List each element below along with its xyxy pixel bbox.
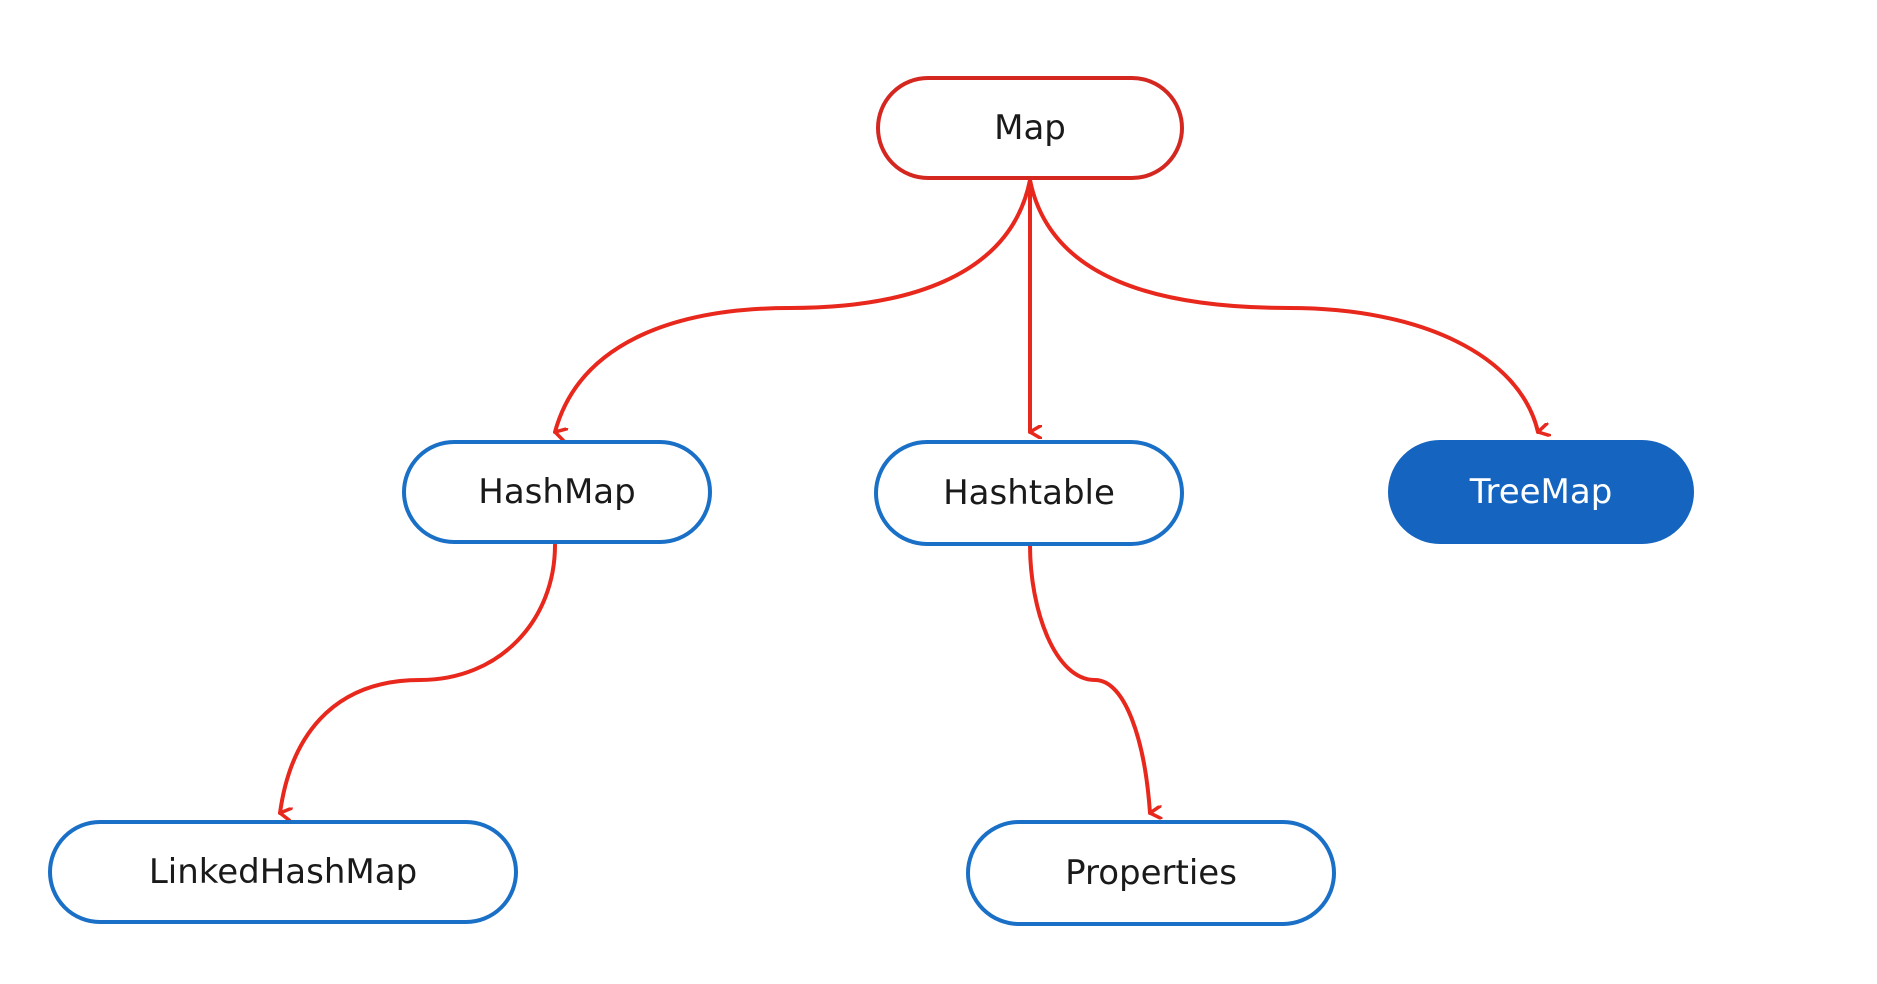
node-properties-box (966, 820, 1336, 926)
node-hashtable: Hashtable (874, 440, 1184, 546)
edges (278, 178, 1538, 813)
node-hashmap: HashMap (402, 440, 712, 544)
node-map-box (876, 76, 1184, 180)
node-hashtable-label: Hashtable (943, 473, 1115, 513)
node-linkedhashmap-box (48, 820, 518, 924)
node-map: Map (876, 76, 1184, 180)
node-hashtable-box (874, 440, 1184, 546)
edge-hashmap-to-linkedhashmap (278, 543, 557, 813)
node-treemap: TreeMap (1388, 440, 1694, 544)
node-properties: Properties (966, 820, 1336, 926)
node-map-label: Map (994, 108, 1066, 148)
node-properties-label: Properties (1065, 853, 1237, 893)
node-linkedhashmap-label: LinkedHashMap (149, 852, 417, 892)
node-hashmap-box (402, 440, 712, 544)
edge-map-to-treemap (1028, 178, 1538, 432)
edge-map-to-hashmap (553, 178, 1032, 432)
node-treemap-label: TreeMap (1469, 472, 1613, 512)
edge-hashtable-to-properties (1028, 543, 1150, 813)
node-hashmap-label: HashMap (478, 472, 635, 512)
node-treemap-box (1388, 440, 1694, 544)
node-linkedhashmap: LinkedHashMap (48, 820, 518, 924)
